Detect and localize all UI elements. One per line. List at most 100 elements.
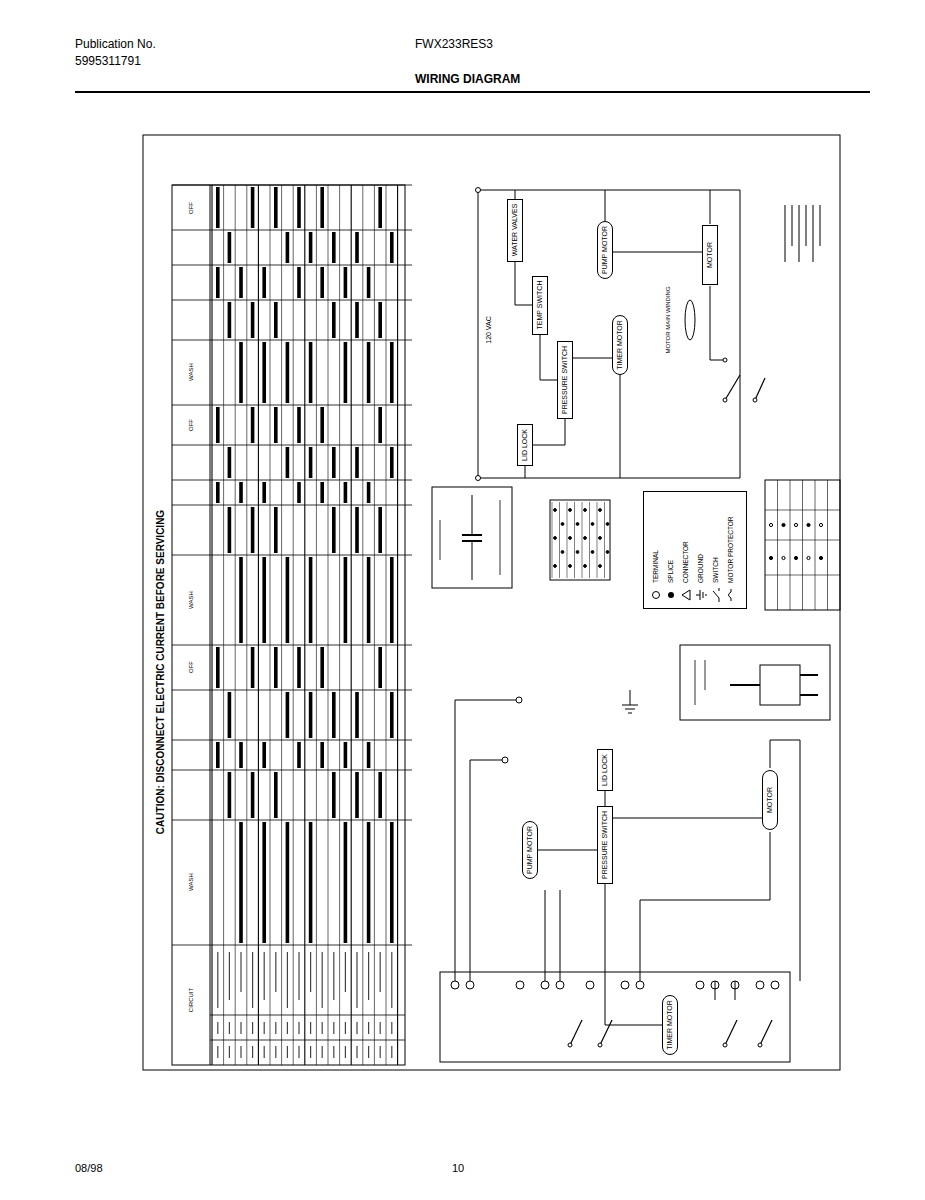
timer-contact-bar xyxy=(390,557,394,643)
timer-contact-bar xyxy=(286,822,290,943)
table-mark xyxy=(782,556,785,559)
ground-symbol xyxy=(625,709,635,710)
wire xyxy=(620,373,621,478)
legend-row: SWITCH xyxy=(708,497,723,603)
switch-symbol xyxy=(725,1020,737,1045)
diagram-label: OFF xyxy=(188,419,195,431)
chart-line xyxy=(270,185,271,1065)
wire-connector xyxy=(613,252,702,253)
component-label: LID LOCK xyxy=(521,429,529,461)
legend-box: TERMINALSPLICECONNECTORGROUNDSWITCHMOTOR… xyxy=(643,491,747,609)
wire-connector xyxy=(573,358,612,359)
timer-terminal xyxy=(516,981,524,989)
circuit-name-mark xyxy=(356,952,357,1008)
diagram-label: 10 xyxy=(452,1162,464,1174)
chart-line xyxy=(223,185,224,1065)
timer-contact-bar xyxy=(309,232,313,263)
contact-dot xyxy=(599,537,602,540)
timer-contact-bar xyxy=(251,187,255,228)
timer-contact-bar xyxy=(344,557,348,643)
chart-line xyxy=(597,502,598,578)
wire-connector xyxy=(533,419,565,445)
timer-contact-bar xyxy=(286,557,290,643)
contact-dot xyxy=(576,523,579,526)
chart-line xyxy=(258,185,259,1065)
wire xyxy=(765,575,840,576)
component-label: MOTOR xyxy=(766,787,774,813)
timer-contact-bar xyxy=(216,267,220,298)
timer-contact-bar xyxy=(332,232,336,263)
switch-symbol xyxy=(725,375,740,400)
diagram-label: OFF xyxy=(188,661,195,673)
chart-line xyxy=(559,502,560,578)
note-mark xyxy=(812,205,814,262)
chart-line xyxy=(210,1040,405,1041)
circuit-number-mark xyxy=(252,1022,253,1034)
contact-dot xyxy=(584,509,587,512)
circuit-name-mark xyxy=(380,952,381,992)
circuit-number-mark xyxy=(298,1022,299,1034)
timer-contact-bar xyxy=(367,482,371,503)
legend-row: TERMINAL xyxy=(648,497,663,603)
timer-contact-bar xyxy=(297,647,301,688)
circuit-name-mark xyxy=(310,952,311,992)
timer-contact-bar xyxy=(297,187,301,228)
timer-contact-bar xyxy=(309,447,313,478)
timer-contact-bar xyxy=(355,232,359,263)
circuit-number-mark xyxy=(333,1046,334,1058)
splice-symbol xyxy=(668,592,674,598)
timer-contact-bar xyxy=(274,507,278,553)
terminal xyxy=(723,398,727,402)
circuit-number-mark xyxy=(322,1046,323,1058)
legend-row: CONNECTOR xyxy=(678,497,693,603)
component-label: TIMER MOTOR xyxy=(616,320,624,370)
component-label: MOTOR xyxy=(706,242,714,268)
timer-terminal xyxy=(756,981,764,989)
timer-terminal xyxy=(621,981,629,989)
component-label: PUMP MOTOR xyxy=(601,226,609,274)
table-mark xyxy=(769,523,772,526)
switch-symbol xyxy=(713,588,719,602)
timer-contact-bar xyxy=(320,267,324,298)
chart-line xyxy=(235,185,236,1065)
circuit-number-mark xyxy=(275,1046,276,1058)
table-mark xyxy=(769,556,772,559)
timer-contact-bar xyxy=(309,822,313,943)
timer-contact-bar xyxy=(355,692,359,738)
timer-terminal xyxy=(451,981,459,989)
timer-contact-bar xyxy=(344,822,348,943)
ground-symbol xyxy=(622,705,638,706)
note-mark xyxy=(791,205,793,246)
wire xyxy=(802,480,803,610)
chart-line xyxy=(552,502,553,578)
component-label: LID LOCK xyxy=(601,754,609,786)
chart-line xyxy=(293,185,294,1065)
diagram-label: 08/98 xyxy=(75,1162,103,1174)
capacitor-detail xyxy=(432,487,512,588)
chart-line xyxy=(172,505,412,506)
contact-dot xyxy=(591,523,594,526)
table-mark xyxy=(819,523,822,526)
wire xyxy=(800,674,818,676)
contact-dot xyxy=(561,523,564,526)
chart-line xyxy=(351,185,352,1065)
timer-contact-bar xyxy=(274,187,278,228)
circuit-number-mark xyxy=(252,1046,253,1058)
timer-contact-bar xyxy=(297,482,301,503)
circuit-number-mark xyxy=(391,1046,392,1058)
component-box: MOTOR xyxy=(702,225,718,285)
circuit-number-mark xyxy=(310,1046,311,1058)
circuit-number-mark xyxy=(368,1046,369,1058)
legend-row: SPLICE xyxy=(663,497,678,603)
wire xyxy=(525,465,526,478)
wire xyxy=(472,541,473,580)
timer-contact-bar xyxy=(216,482,220,503)
winding-symbol xyxy=(685,300,695,340)
timer-contact-bar xyxy=(367,342,371,403)
wire xyxy=(800,694,818,696)
chart-line xyxy=(210,185,211,1065)
timer-contact-bar xyxy=(355,507,359,553)
timer-contact-bar xyxy=(274,647,278,688)
diagram-label: Publication No. xyxy=(75,38,156,51)
